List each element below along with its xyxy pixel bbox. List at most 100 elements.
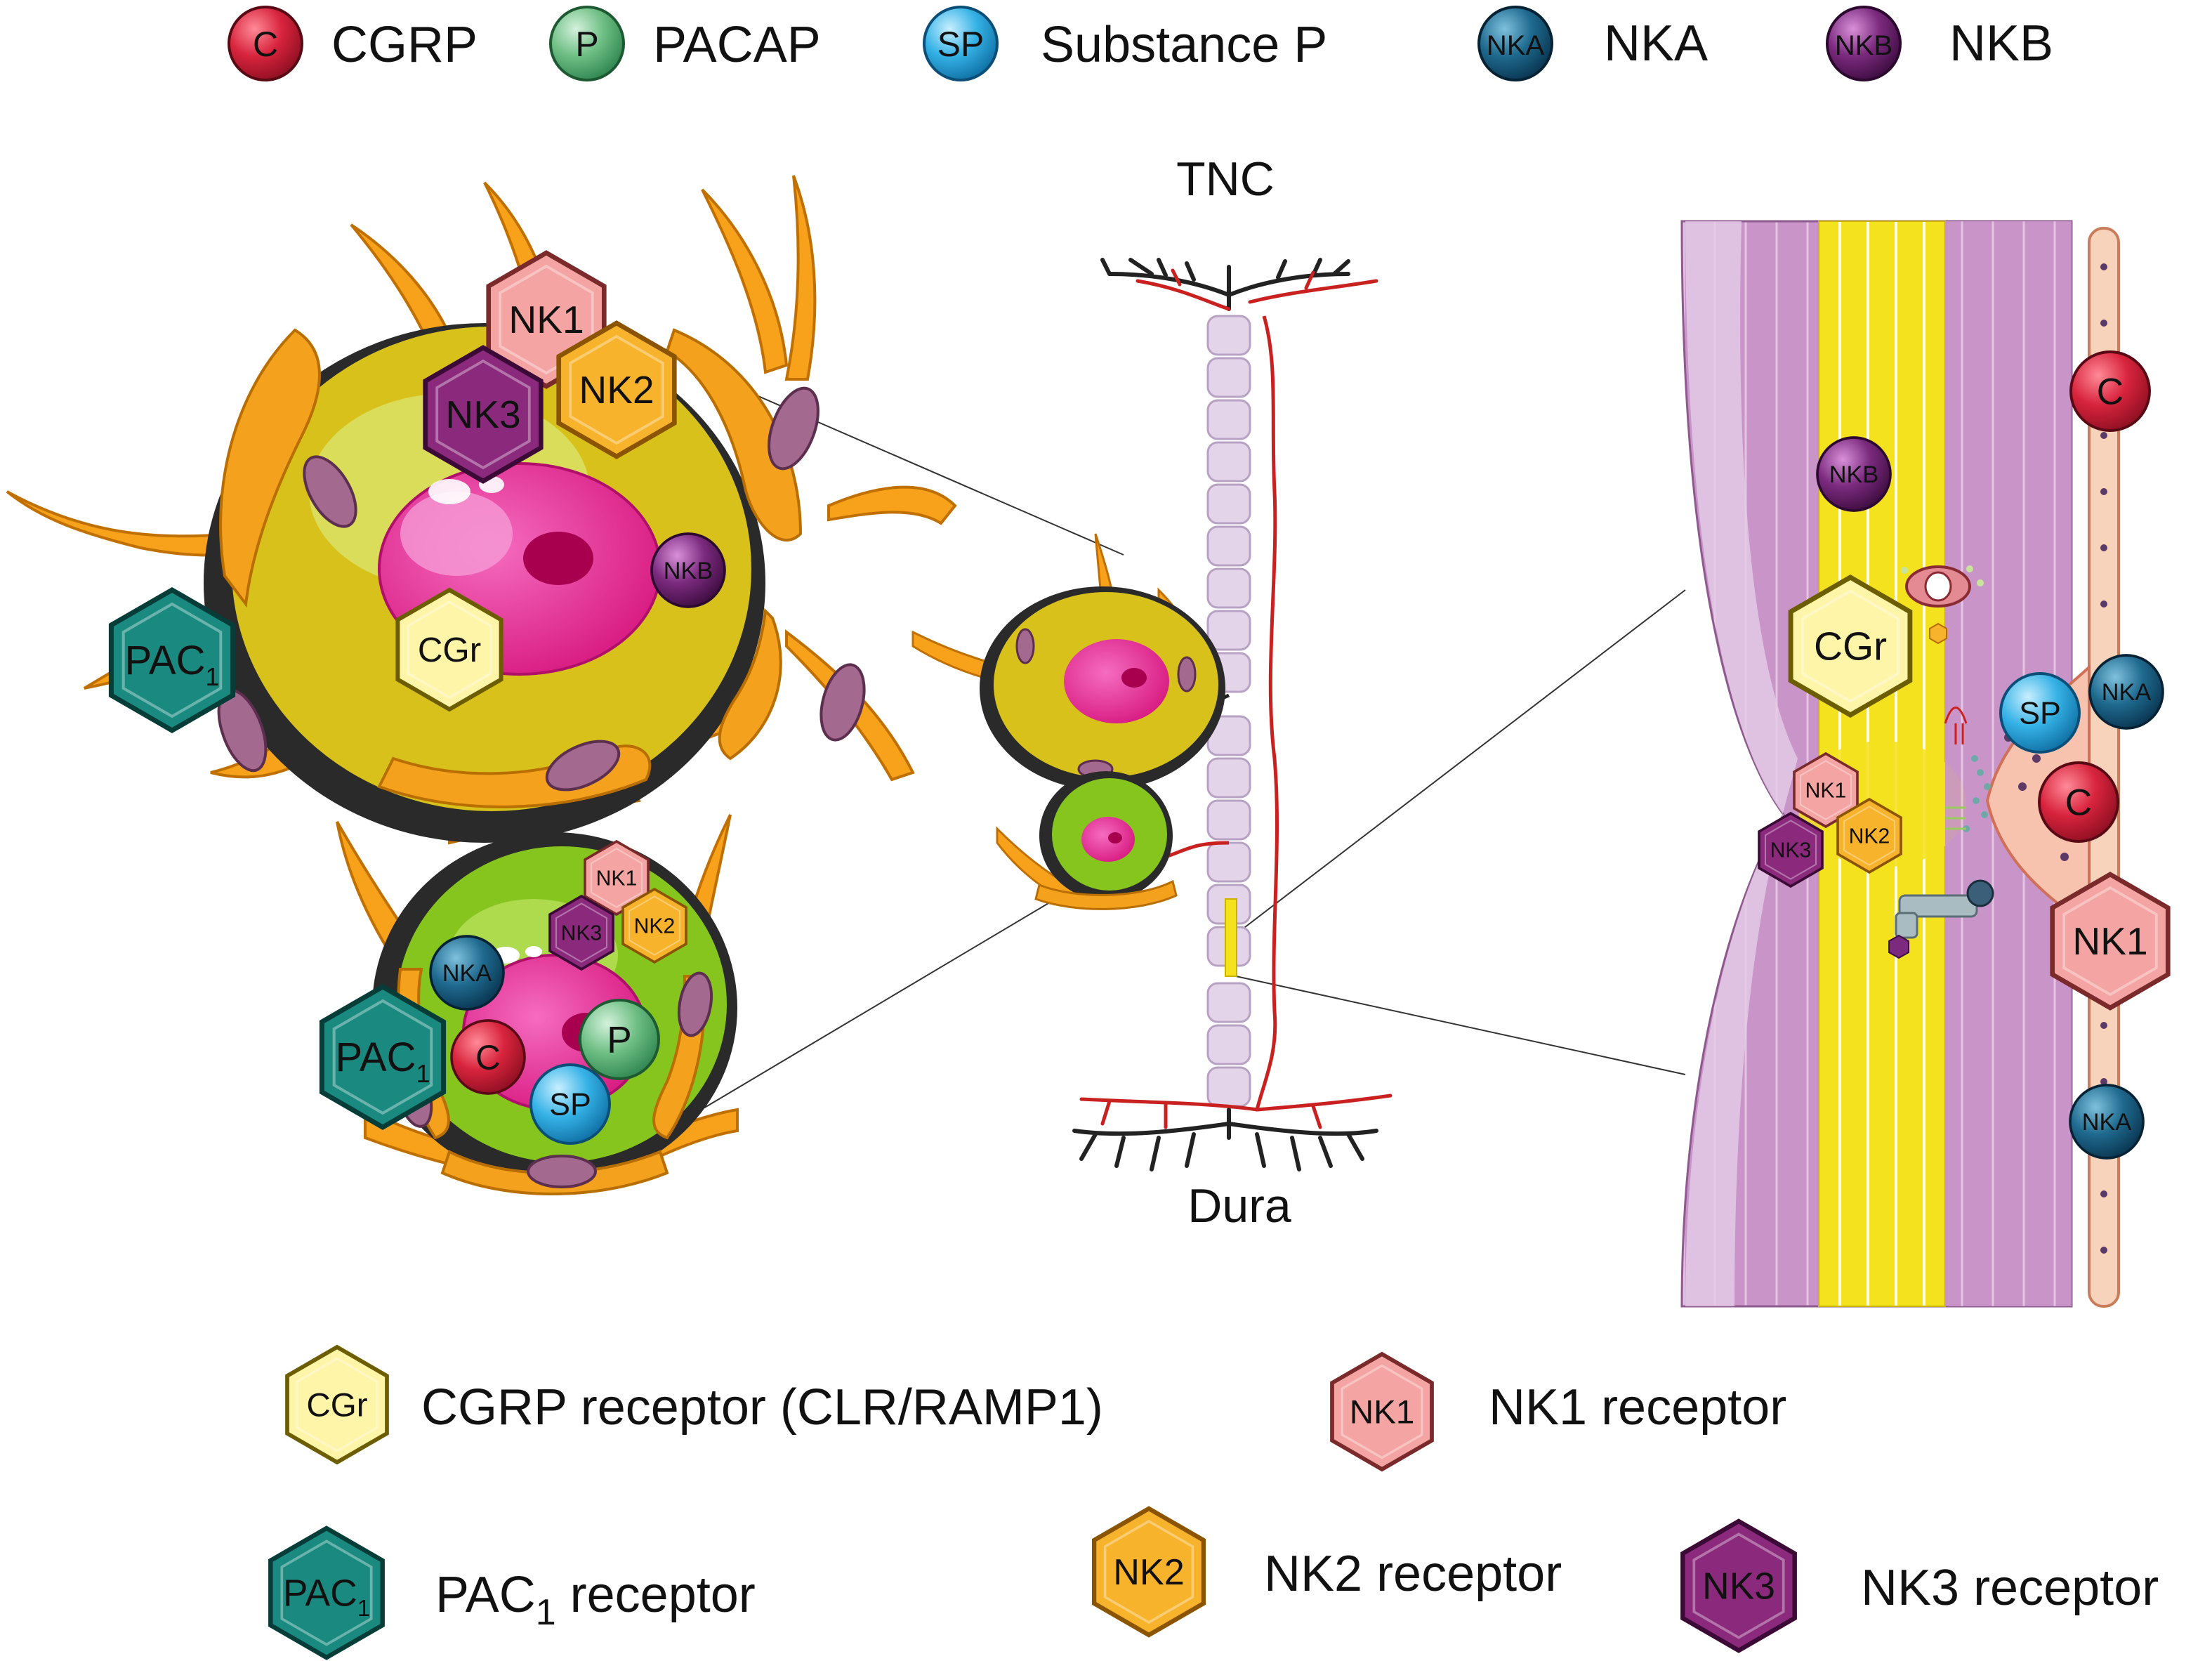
- receptor-label: NK3: [1770, 839, 1812, 862]
- legend-item-substance-p: SP Substance P: [923, 6, 1327, 81]
- mini-ganglion-cells: [911, 533, 1225, 910]
- receptor-label: NK1: [1350, 1393, 1415, 1431]
- nka-ligand: NKA: [429, 935, 505, 1011]
- legend-nk1-receptor-symbol: NK1: [1330, 1351, 1434, 1472]
- legend-label-pac1-receptor: PAC1 receptor: [435, 1567, 756, 1633]
- legend-label: NKA: [1604, 15, 1708, 72]
- ligand-label: C: [2065, 782, 2092, 824]
- cgrp-receptor: CGr: [1788, 575, 1913, 718]
- cgrp-receptor: CGr: [395, 587, 503, 712]
- nk1-receptor: NK1: [584, 839, 650, 917]
- ligand-label: C: [475, 1038, 501, 1077]
- receptor-label: NK2: [1113, 1552, 1185, 1593]
- release-vesicles: [1963, 755, 1991, 832]
- legend-item-nkb: NKB NKB: [1826, 6, 2053, 81]
- legend-symbol: P: [575, 25, 598, 64]
- nk1-receptor: NK1: [2050, 872, 2171, 1011]
- nk2-receptor: NK2: [621, 887, 687, 964]
- legend-item-nka: NKA NKA: [1477, 6, 1708, 81]
- nka-ligand: NKA: [2069, 1084, 2145, 1160]
- legend-symbol: NKB: [1835, 30, 1892, 61]
- legend-label-cgrp-receptor: CGRP receptor (CLR/RAMP1): [421, 1379, 1103, 1436]
- dura-terminals: [1072, 1108, 1378, 1171]
- receptor-label: NK1: [596, 867, 638, 890]
- legend-label-nk2-receptor: NK2 receptor: [1264, 1546, 1562, 1602]
- receptor-label: CGr: [1814, 625, 1887, 669]
- receptor-label: CGr: [306, 1386, 367, 1424]
- ligand-label: SP: [2019, 696, 2061, 731]
- receptor-label: NK2: [634, 914, 676, 938]
- legend-nk2-receptor-symbol: NK2: [1091, 1506, 1206, 1638]
- trigeminal-neuron: TNC Dura: [1072, 152, 1393, 1233]
- legend-cgrp-receptor-symbol: CGr: [285, 1344, 389, 1465]
- node-of-ranvier-highlight: [1225, 898, 1237, 977]
- large-ganglion-cell: [6, 175, 957, 845]
- legend-label: PACAP: [653, 17, 821, 73]
- dura-label: Dura: [1187, 1179, 1291, 1233]
- legend-symbol: C: [253, 25, 278, 64]
- receptor-label: NK1: [1805, 779, 1847, 802]
- legend-label-nk1-receptor: NK1 receptor: [1489, 1379, 1786, 1436]
- cgrp-ligand: C: [2038, 761, 2119, 843]
- pacap-ligand: P: [579, 999, 660, 1080]
- ligand-label: P: [607, 1020, 631, 1061]
- legend-nk3-receptor-symbol: NK3: [1680, 1518, 1797, 1653]
- nerve-fiber-panel: [1680, 220, 2120, 1308]
- nk1-receptor: NK1: [1793, 751, 1859, 829]
- receptor-label: NK1: [2072, 919, 2147, 963]
- legend-item-cgrp: C CGRP: [228, 6, 478, 81]
- receptor-label: NK2: [579, 368, 654, 412]
- glial-nuclei: [217, 386, 866, 792]
- legend-symbol: SP: [937, 25, 985, 64]
- ligand-label: NKA: [2102, 679, 2152, 706]
- nk3-receptor: NK3: [423, 345, 544, 484]
- receptor-label: NK2: [1849, 825, 1890, 848]
- substance-p-ligand: SP: [529, 1063, 611, 1145]
- ligand-label: NKA: [2082, 1109, 2132, 1136]
- receptor-label: PAC1: [125, 638, 220, 691]
- legend-symbol: NKA: [1487, 30, 1545, 61]
- cgrp-ligand: C: [450, 1019, 526, 1095]
- ligand-layer: NKB NKA C P SP NKB SP NKA C C NKA: [429, 350, 2164, 1160]
- receptor-label: PAC1: [336, 1035, 430, 1088]
- legend-label: Substance P: [1041, 17, 1327, 73]
- ligand-label: NKA: [442, 960, 492, 987]
- enzyme-shape: [1888, 879, 1994, 959]
- legend-label: NKB: [1949, 15, 2053, 72]
- zoom-connector-lines: [694, 368, 1686, 1114]
- receptor-label: PAC1: [283, 1573, 370, 1622]
- ligand-label: NKB: [1829, 461, 1879, 488]
- tnc-label: TNC: [1176, 152, 1275, 206]
- ligand-label: SP: [549, 1087, 591, 1122]
- tnc-terminals: [1100, 258, 1350, 311]
- substance-p-ligand: SP: [1999, 672, 2081, 754]
- receptor-label: NK3: [445, 393, 520, 436]
- ligand-label: C: [2097, 372, 2124, 413]
- nk3-receptor: NK3: [1758, 811, 1824, 888]
- pac1-receptor: PAC1: [319, 983, 447, 1131]
- nk3-receptor: NK3: [548, 894, 614, 971]
- receptor-label: CGr: [418, 631, 481, 669]
- receptor-label: NK3: [1702, 1565, 1775, 1607]
- legend-pac1-receptor-symbol: PAC1: [268, 1525, 385, 1660]
- legend-label: CGRP: [331, 17, 478, 73]
- pac1-receptor: PAC1: [108, 586, 236, 734]
- myelin-segments: [1206, 315, 1251, 1108]
- nk2-receptor: NK2: [556, 320, 677, 459]
- unmyelinated-fiber: [1255, 315, 1279, 1110]
- nk2-receptor: NK2: [1836, 797, 1902, 874]
- satellite-glia-sheath: [219, 328, 803, 808]
- receptor-label: NK3: [561, 921, 603, 945]
- ligand-label: NKB: [664, 558, 713, 584]
- legend-item-pacap: P PACAP: [549, 6, 821, 81]
- nkb-ligand: NKB: [650, 532, 726, 608]
- nka-ligand: NKA: [2088, 654, 2164, 730]
- bottom-legend: CGRP receptor (CLR/RAMP1) NK1 receptor P…: [268, 1344, 2159, 1660]
- receptor-layer: NK1NK2NK3CGrPAC1NK1NK2NK3PAC1CGrNK1NK2NK…: [108, 250, 2171, 1131]
- top-legend: C CGRP P PACAP SP Substance P NKA NKA NK…: [228, 6, 2053, 81]
- legend-label-nk3-receptor: NK3 receptor: [1861, 1560, 2159, 1616]
- cgrp-ligand: C: [2069, 350, 2151, 432]
- receptor-label: NK1: [508, 298, 584, 341]
- nkb-ligand: NKB: [1816, 436, 1892, 512]
